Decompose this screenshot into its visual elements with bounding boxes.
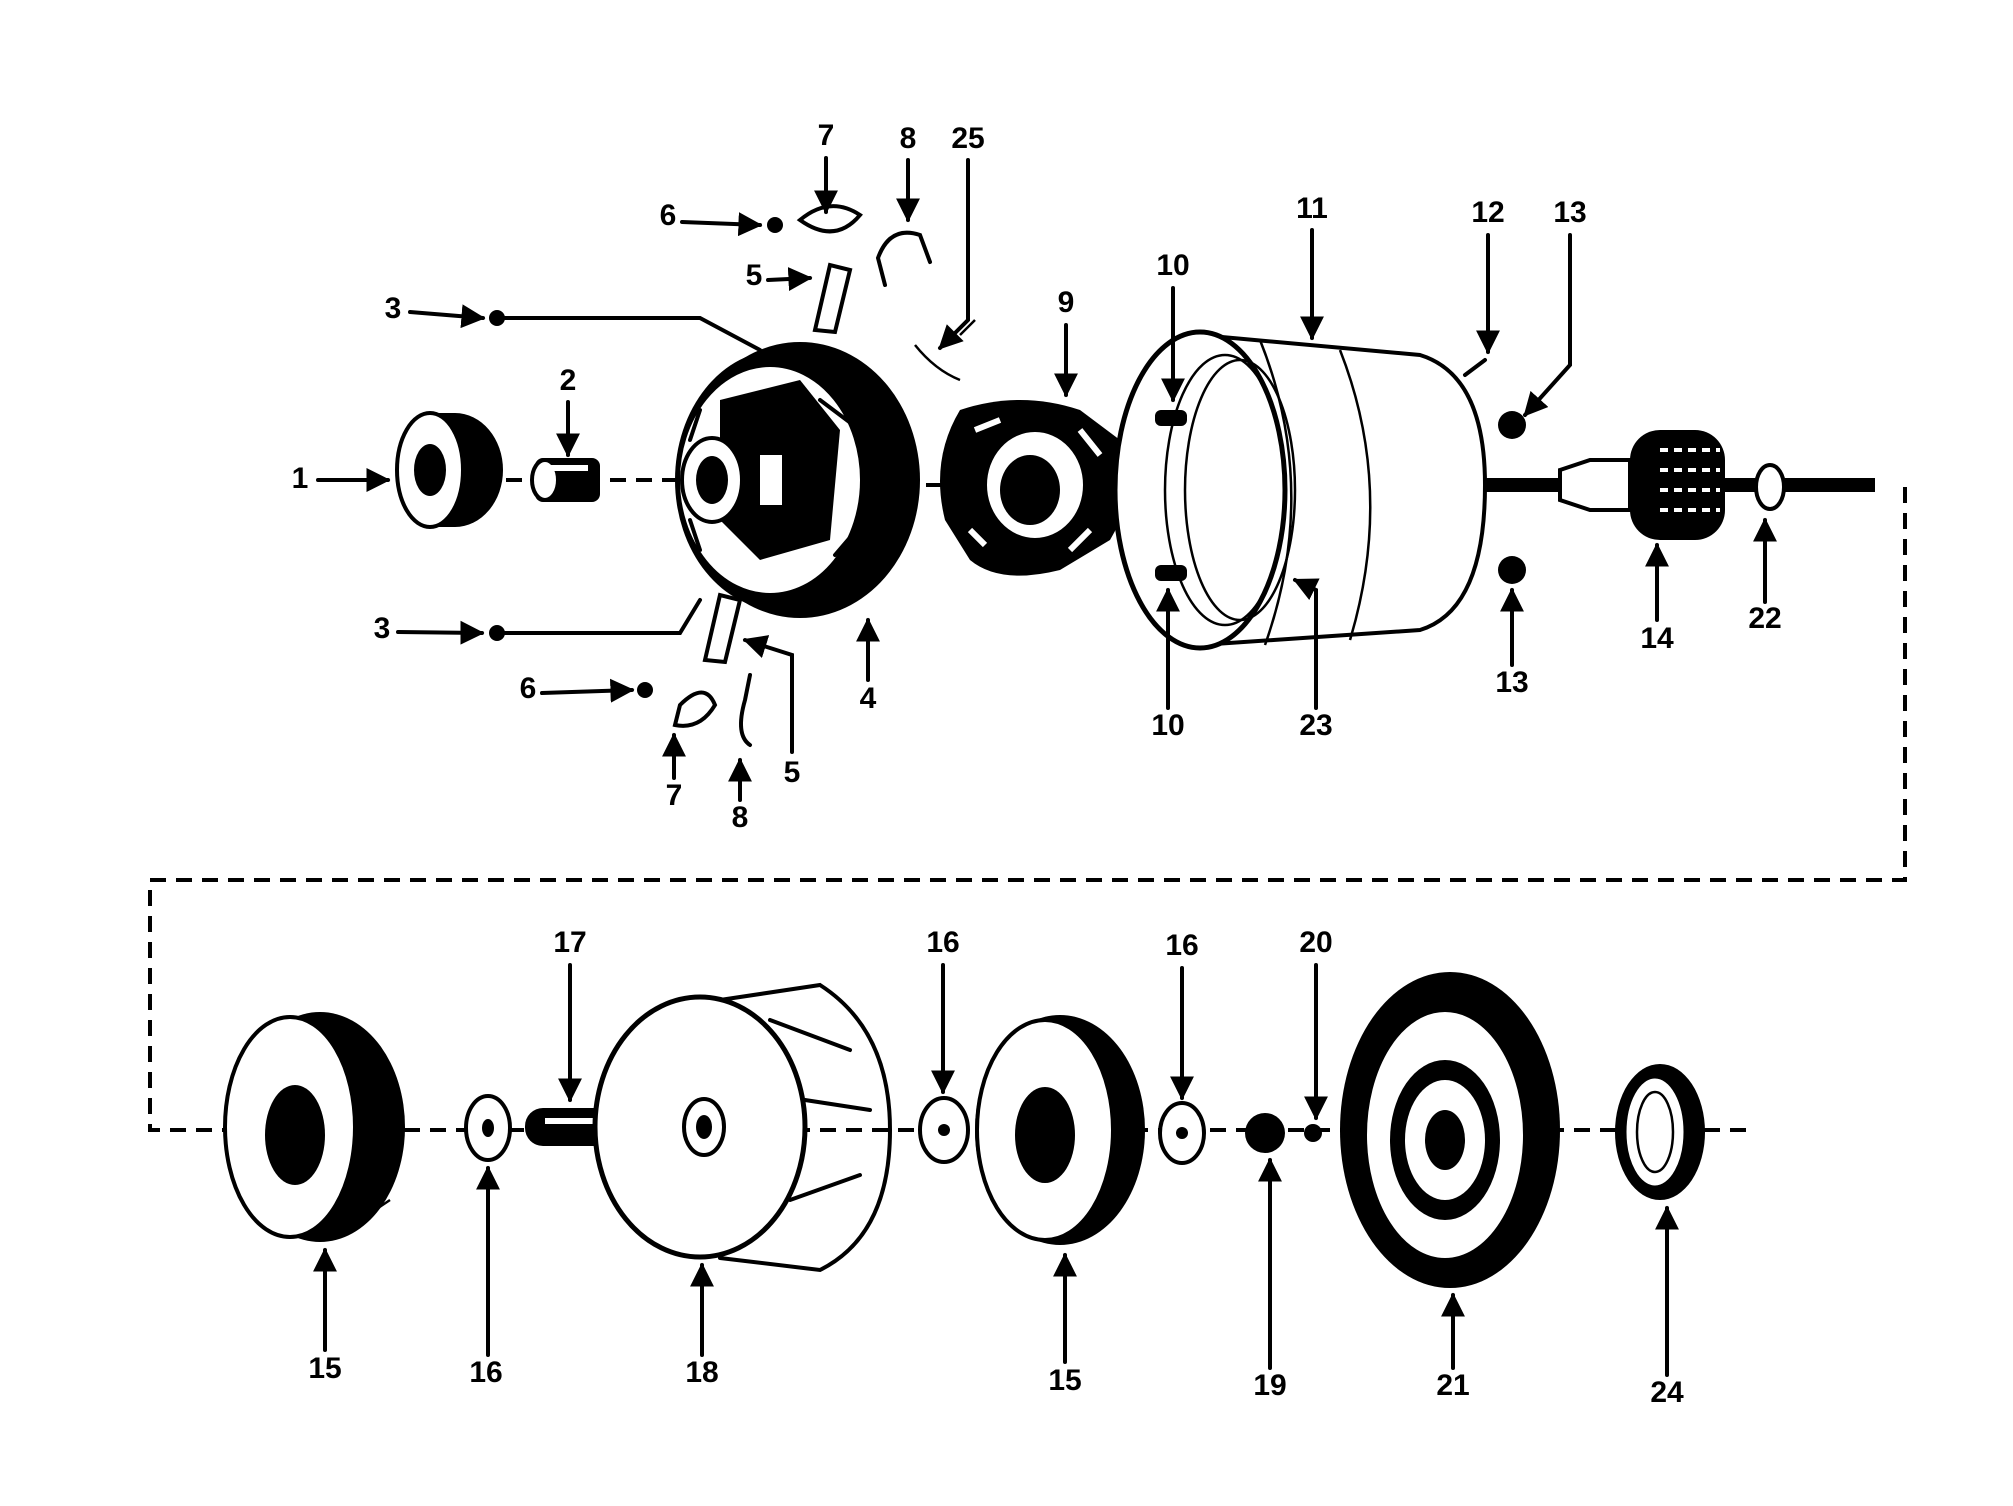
- part-label-3: 3: [374, 612, 391, 645]
- part-22-washer: [1754, 463, 1786, 511]
- part-label-13: 13: [1553, 196, 1586, 229]
- part-label-10: 10: [1151, 709, 1184, 742]
- part-12-pin: [1463, 358, 1487, 377]
- part-13-nut-top: [1498, 411, 1526, 439]
- part-label-15: 15: [308, 1352, 341, 1385]
- part-3-screws: [489, 310, 762, 641]
- part-label-24: 24: [1650, 1376, 1684, 1409]
- part-label-22: 22: [1748, 602, 1781, 635]
- part-label-21: 21: [1436, 1369, 1469, 1402]
- part-label-8: 8: [900, 122, 917, 155]
- part-label-9: 9: [1058, 286, 1075, 319]
- part-label-4: 4: [860, 682, 877, 715]
- part-label-7: 7: [818, 119, 835, 152]
- part-18-blower-wheel: [592, 982, 893, 1273]
- part-15-fan-right: [975, 1015, 1145, 1245]
- part-label-1: 1: [292, 462, 309, 495]
- part-label-18: 18: [685, 1356, 718, 1389]
- part-label-11: 11: [1296, 192, 1328, 225]
- part-4-end-bell: [675, 342, 920, 618]
- part-label-16: 16: [1165, 929, 1198, 962]
- part-label-5: 5: [746, 259, 763, 292]
- part-19-nut: [1245, 1113, 1285, 1153]
- part-label-12: 12: [1471, 196, 1504, 229]
- part-label-2: 2: [560, 364, 577, 397]
- part-9-brush-plate: [940, 400, 1128, 576]
- part-label-19: 19: [1253, 1369, 1286, 1402]
- part-label-17: 17: [553, 926, 586, 959]
- part-label-5: 5: [784, 756, 801, 789]
- part-14-armature: [1485, 430, 1875, 540]
- part-24-bearing: [1615, 1064, 1705, 1200]
- part-13-nut-bottom: [1498, 556, 1526, 584]
- part-label-20: 20: [1299, 926, 1332, 959]
- part-15-fan-left: [223, 1012, 405, 1242]
- part-label-13: 13: [1495, 666, 1528, 699]
- part-20-washer: [1304, 1124, 1322, 1142]
- part-11-housing: [1112, 329, 1488, 651]
- part-label-10: 10: [1156, 249, 1189, 282]
- part-label-6: 6: [660, 199, 677, 232]
- part-label-3: 3: [385, 292, 402, 325]
- part-label-15: 15: [1048, 1364, 1081, 1397]
- part-label-14: 14: [1640, 622, 1674, 655]
- part-17-spacer: [525, 1108, 613, 1146]
- part-label-8: 8: [732, 801, 749, 834]
- part-label-7: 7: [666, 779, 683, 812]
- part-2-bushing: [530, 458, 600, 502]
- part-21-end-plate: [1340, 972, 1560, 1288]
- part-label-23: 23: [1299, 709, 1332, 742]
- part-label-16: 16: [469, 1356, 502, 1389]
- part-label-25: 25: [951, 122, 984, 155]
- part-label-16: 16: [926, 926, 959, 959]
- part-1-bearing: [395, 411, 503, 529]
- part-label-6: 6: [520, 672, 537, 705]
- leader-arrows: [313, 156, 1777, 1377]
